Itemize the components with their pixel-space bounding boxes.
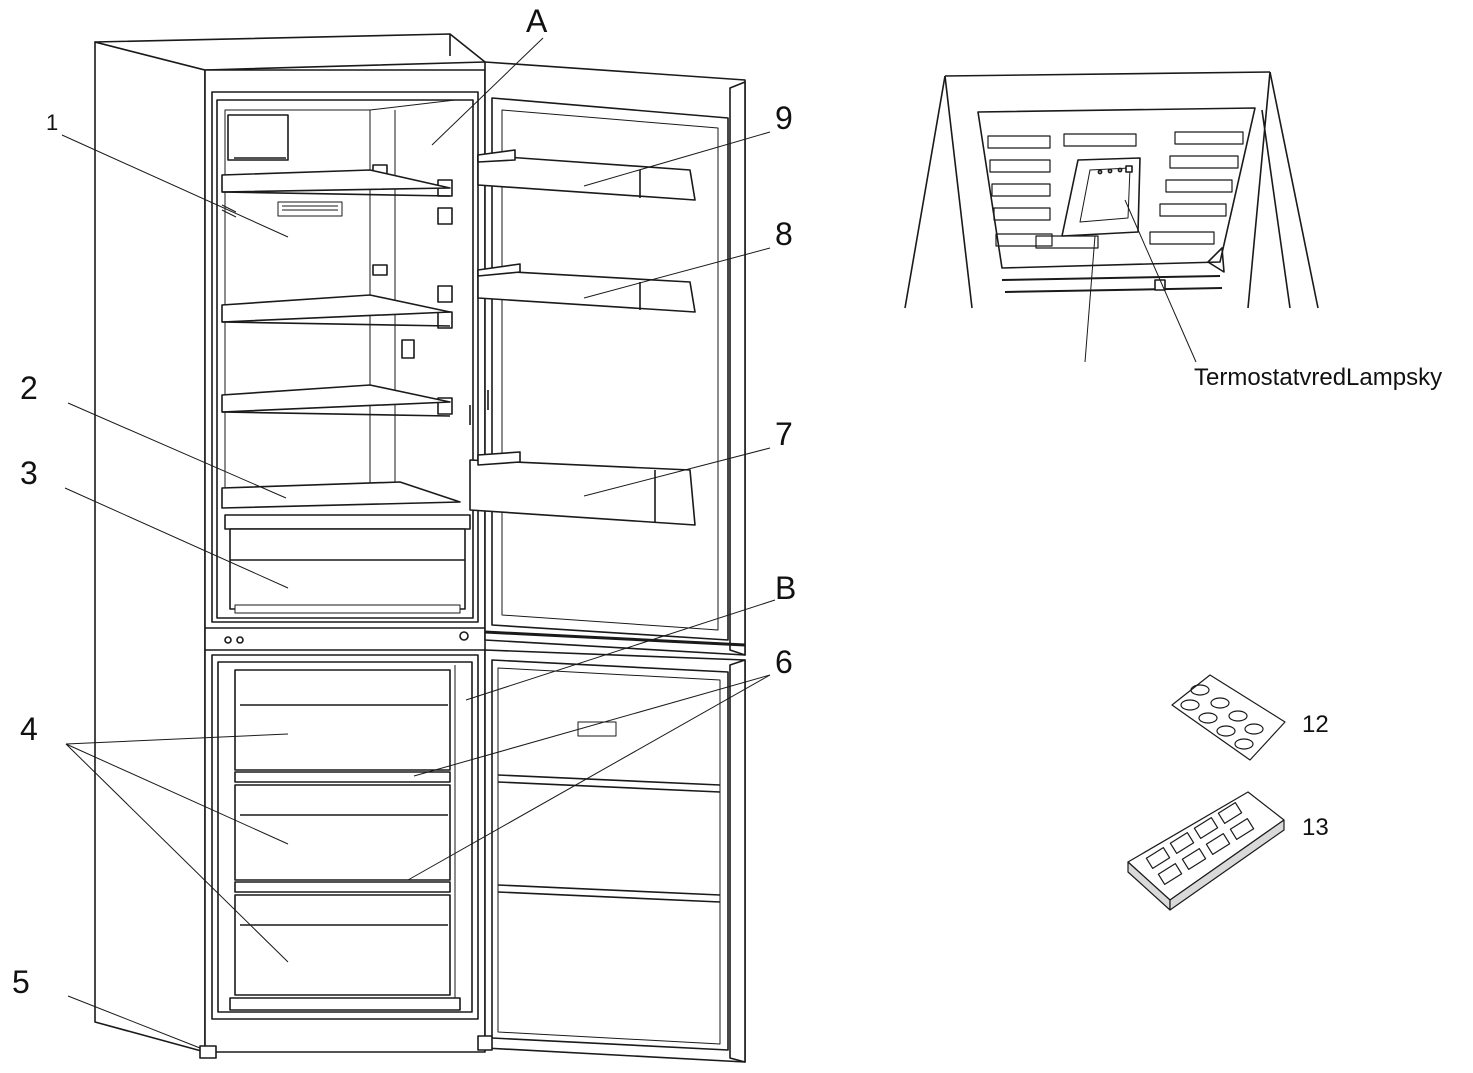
- callout-7: 7: [775, 416, 793, 452]
- freezer-door: [478, 632, 745, 1062]
- thermostat-inset: [905, 72, 1318, 362]
- callout-9: 9: [775, 100, 793, 136]
- callout-8: 8: [775, 216, 793, 252]
- door-bins: [470, 150, 695, 525]
- callout-1: 1: [46, 110, 59, 135]
- glass-shelves: [222, 170, 460, 508]
- callout-13: 13: [1302, 814, 1329, 841]
- callout-2: 2: [20, 370, 38, 406]
- ceiling-vents: [988, 132, 1243, 248]
- fridge-compartment: [222, 100, 470, 613]
- callout-12: 12: [1302, 711, 1329, 738]
- thermostat-lamp-box: [1062, 158, 1140, 236]
- callout-4: 4: [20, 711, 38, 747]
- thermostat-lamp-label: TermostatvredLampsky: [1194, 364, 1443, 391]
- callout-3: 3: [20, 455, 38, 491]
- egg-tray: [1172, 675, 1285, 760]
- callout-5: 5: [12, 964, 30, 1000]
- freezer-compartment: [230, 665, 460, 1010]
- callout-6: 6: [775, 644, 793, 680]
- crisper-drawer: [225, 515, 470, 613]
- leader-lines: [62, 38, 775, 1048]
- callout-a: A: [526, 3, 548, 39]
- fridge-door: [470, 62, 745, 655]
- ice-cube-tray: [1128, 792, 1284, 910]
- freezer-drawers: [230, 670, 460, 1010]
- callout-b: B: [775, 570, 797, 606]
